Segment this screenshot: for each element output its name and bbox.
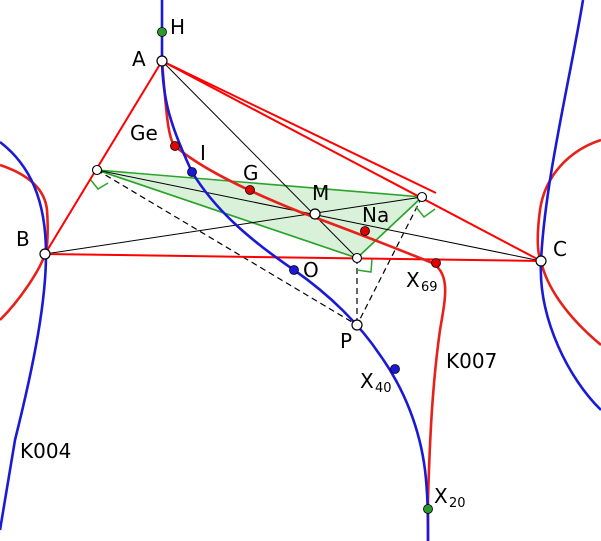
label-x20: X <box>434 484 448 508</box>
k004-left-branch <box>0 140 48 531</box>
point-h <box>157 27 167 37</box>
point-g <box>245 185 255 195</box>
side-ab <box>44 60 163 255</box>
point-x40 <box>390 364 400 374</box>
point-b <box>39 248 51 260</box>
point-x20 <box>423 504 433 514</box>
point-m <box>309 208 321 220</box>
point-na <box>360 226 370 236</box>
right-angle-mark-1 <box>89 178 109 190</box>
point-a <box>156 55 168 67</box>
side-ac <box>161 60 542 262</box>
point-p <box>351 319 363 331</box>
green-line-2 <box>356 196 423 259</box>
dashed-line-2 <box>356 196 423 326</box>
dashed-line-1 <box>96 169 358 326</box>
label-x69-sub: 69 <box>421 280 438 295</box>
label-g: G <box>243 161 259 185</box>
side-ac-extension <box>161 60 437 194</box>
label-x69: X <box>406 268 420 292</box>
label-h: H <box>170 15 185 39</box>
point-c <box>535 255 547 267</box>
black-line-a-c <box>161 60 358 259</box>
label-x20-sub: 20 <box>449 496 466 511</box>
k007-right-branch <box>536 138 601 346</box>
label-b: B <box>16 227 30 251</box>
black-line-b-right <box>44 196 423 255</box>
label-o: O <box>303 258 319 282</box>
label-ge: Ge <box>130 121 158 145</box>
label-k004: K004 <box>20 439 71 463</box>
green-line-1 <box>96 169 358 259</box>
right-angle-mark-3 <box>356 258 373 273</box>
point-ge <box>170 141 180 151</box>
label-k007: K007 <box>446 349 497 373</box>
label-i: I <box>200 141 206 165</box>
k004-curve <box>160 0 430 541</box>
side-bc <box>44 253 542 262</box>
label-x40: X <box>360 369 374 393</box>
point-o <box>289 265 299 275</box>
label-na: Na <box>362 203 389 227</box>
label-p: P <box>340 329 352 353</box>
pedal-vertex-2 <box>416 191 428 203</box>
k007-curve <box>160 60 447 541</box>
label-x40-sub: 40 <box>375 381 392 396</box>
pedal-vertex-1 <box>91 164 103 176</box>
label-m: M <box>312 181 329 205</box>
k004-right-branch <box>539 0 601 411</box>
point-i <box>187 167 197 177</box>
pedal-vertex-3 <box>351 252 363 264</box>
label-a: A <box>132 47 146 71</box>
right-angle-mark-2 <box>415 206 436 219</box>
label-c: C <box>553 237 567 261</box>
point-x69 <box>431 258 441 268</box>
